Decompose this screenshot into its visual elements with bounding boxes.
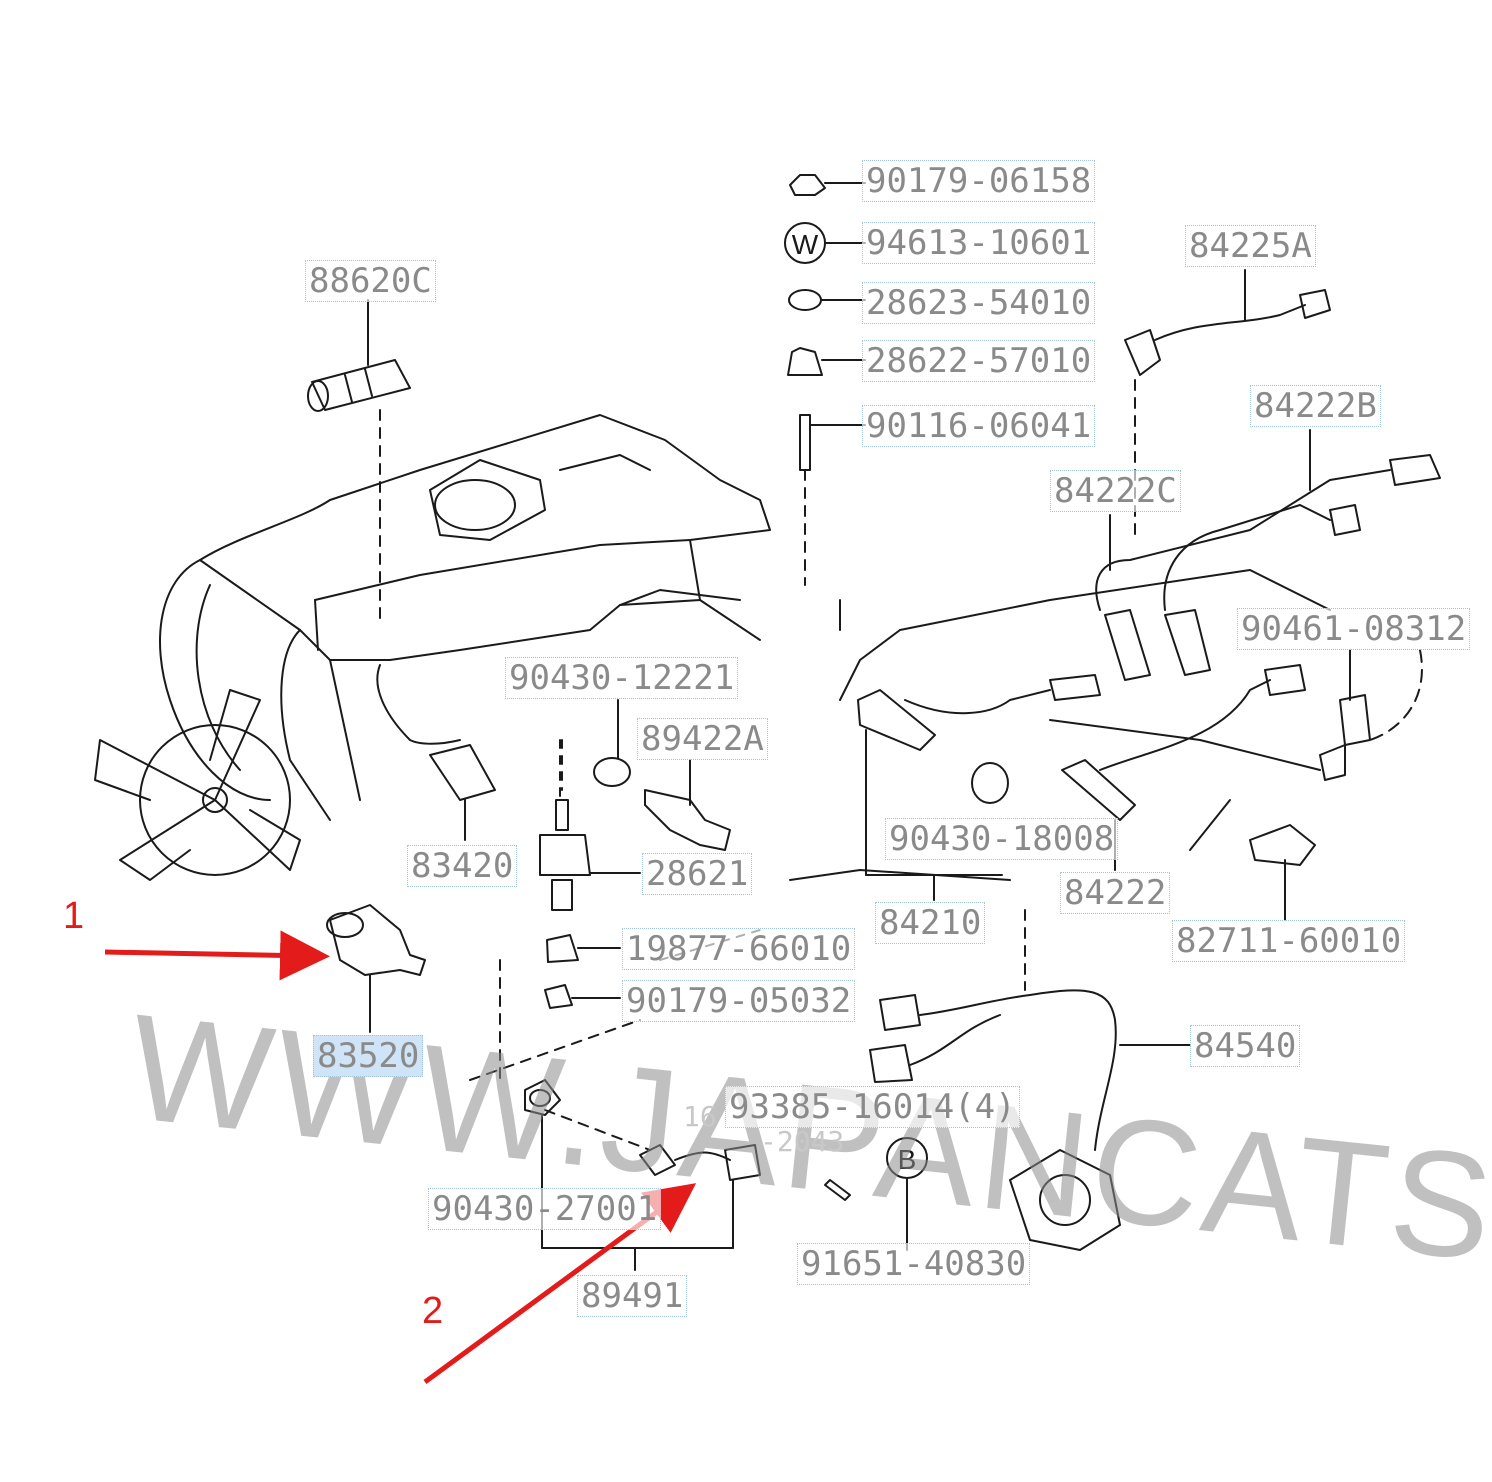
part-label-84210[interactable]: 84210 [875, 902, 986, 944]
part-label-93385-16014[interactable]: 93385-16014(4) [725, 1086, 1020, 1128]
part-88620c-drawing [307, 299, 411, 621]
part-28621-drawing [539, 799, 641, 911]
vertical-stack-drawing [784, 174, 866, 586]
part-84222-drawing [1061, 664, 1306, 871]
faint-text-a: 16 [683, 1100, 717, 1133]
washer-symbol: W [792, 229, 819, 260]
part-label-90430-27001[interactable]: 90430-27001 [428, 1188, 662, 1230]
part-91651-40830-drawing [824, 1137, 928, 1251]
part-label-91651-40830[interactable]: 91651-40830 [797, 1243, 1031, 1285]
part-82711-60010-drawing [1249, 824, 1316, 921]
part-84222b-drawing [1095, 429, 1441, 681]
part-83420-drawing [376, 664, 496, 841]
part-label-90430-18008[interactable]: 90430-18008 [885, 818, 1119, 860]
part-84210-drawing [857, 674, 1101, 901]
part-label-19877-66010[interactable]: 19877-66010 [622, 928, 856, 970]
radiator-fan [94, 689, 301, 881]
part-label-83420[interactable]: 83420 [407, 845, 518, 887]
part-label-84540[interactable]: 84540 [1190, 1025, 1301, 1067]
part-label-90179-06158[interactable]: 90179-06158 [862, 160, 1096, 202]
bolt-symbol: B [898, 1144, 917, 1175]
part-label-28623-54010[interactable]: 28623-54010 [862, 282, 1096, 324]
part-84540-drawing [869, 909, 1191, 1251]
part-84225a-drawing [1124, 269, 1331, 541]
part-label-84222[interactable]: 84222 [1060, 872, 1171, 914]
engine-block [199, 414, 771, 661]
arrow-1 [104, 930, 330, 981]
part-label-89422a[interactable]: 89422A [637, 718, 768, 760]
part-label-89491[interactable]: 89491 [577, 1275, 688, 1317]
part-90430-18008-drawing [971, 762, 1009, 804]
part-label-90116-06041[interactable]: 90116-06041 [862, 405, 1096, 447]
part-label-90179-05032[interactable]: 90179-05032 [622, 980, 856, 1022]
part-label-90430-12221[interactable]: 90430-12221 [505, 657, 739, 699]
part-90179-05032-drawing [544, 984, 621, 1009]
part-label-84225a[interactable]: 84225A [1185, 225, 1316, 267]
part-label-83520[interactable]: 83520 [313, 1035, 424, 1077]
part-label-28622-57010[interactable]: 28622-57010 [862, 340, 1096, 382]
faint-text-b: -2043 [760, 1125, 845, 1158]
part-90461-08312-drawing [1319, 649, 1371, 781]
part-label-28621[interactable]: 28621 [642, 853, 753, 895]
part-label-84222c[interactable]: 84222C [1050, 470, 1181, 512]
part-90430-12221-drawing [561, 699, 631, 791]
engine-cover-line [314, 539, 691, 601]
part-label-84222b[interactable]: 84222B [1250, 385, 1381, 427]
part-19877-66010-drawing [546, 934, 621, 963]
marker-2: 2 [422, 1290, 444, 1332]
oil-filler-cap [434, 479, 516, 531]
part-label-88620c[interactable]: 88620C [305, 260, 436, 302]
part-label-94613-10601[interactable]: 94613-10601 [862, 222, 1096, 264]
part-83520-drawing [326, 904, 426, 1033]
part-89422a-drawing [644, 759, 731, 851]
marker-1: 1 [63, 895, 85, 937]
part-label-90461-08312[interactable]: 90461-08312 [1237, 608, 1471, 650]
part-label-82711-60010[interactable]: 82711-60010 [1172, 920, 1406, 962]
